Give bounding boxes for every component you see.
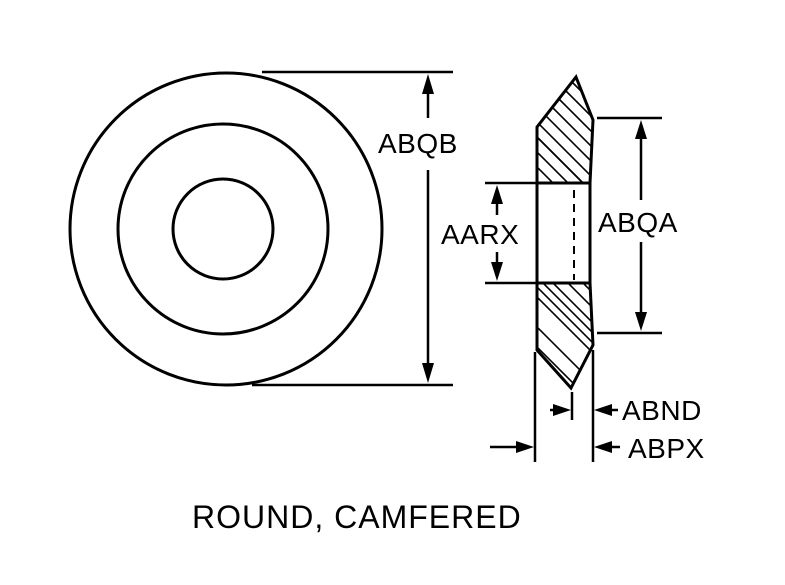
abqa-dimension (597, 116, 662, 335)
abqa-arrow-down (635, 312, 647, 331)
label-abnd: ABND (622, 395, 702, 426)
aarx-arrow-down (491, 262, 503, 281)
section-top (535, 74, 595, 185)
section-bottom (535, 281, 595, 391)
outer-circle (68, 71, 384, 387)
abnd-arrow-left (553, 404, 571, 416)
inner-hole-circle (171, 177, 275, 281)
abqb-arrow-down (422, 363, 434, 383)
aarx-dimension (485, 181, 537, 285)
thickness-dimensions (490, 350, 620, 462)
abqb-arrow-up (422, 74, 434, 94)
label-abqb: ABQB (378, 128, 458, 159)
middle-circle (116, 122, 330, 336)
abqa-arrow-up (635, 120, 647, 139)
abpx-arrow-right (594, 441, 612, 453)
aarx-arrow-up (491, 185, 503, 204)
abqb-dimension (252, 70, 453, 387)
abpx-arrow-left (516, 441, 534, 453)
abnd-arrow-right (594, 404, 612, 416)
hatch-top (537, 79, 593, 183)
front-view (68, 71, 384, 387)
diagram-caption: ROUND, CAMFERED (192, 499, 522, 535)
label-abqa: ABQA (598, 207, 678, 238)
label-aarx: AARX (441, 219, 519, 250)
label-abpx: ABPX (628, 433, 705, 464)
